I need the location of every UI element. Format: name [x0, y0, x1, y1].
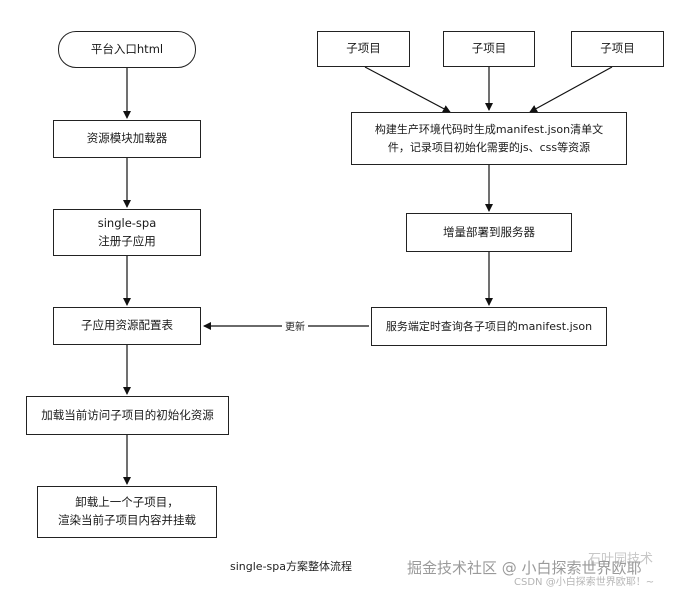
entry-terminal: 平台入口html — [58, 31, 196, 68]
unload-label-line1: 卸载上一个子项目， — [75, 495, 179, 510]
register-box: single-spa 注册子应用 — [53, 209, 201, 256]
load-current-box: 加载当前访问子项目的初始化资源 — [26, 396, 229, 435]
sub-project-box-1: 子项目 — [317, 31, 410, 67]
sub-project-label-1: 子项目 — [346, 41, 381, 56]
server-query-label: 服务端定时查询各子项目的manifest.json — [385, 319, 593, 333]
config-table-box: 子应用资源配置表 — [53, 307, 201, 345]
register-label-line1: single-spa — [97, 215, 157, 230]
watermark-juejin: 掘金技术社区 @ 小白探索世界欧耶 — [407, 559, 642, 577]
unload-box: 卸载上一个子项目， 渲染当前子项目内容并挂载 — [37, 486, 217, 538]
sub-project-label-2: 子项目 — [471, 41, 507, 56]
build-box: 构建生产环境代码时生成manifest.json清单文 件，记录项目初始化需要的… — [351, 112, 627, 165]
unload-label-line2: 渲染当前子项目内容并挂载 — [58, 513, 196, 527]
deploy-label: 增量部署到服务器 — [443, 224, 535, 239]
watermark-badge: 石叶园技术 — [588, 552, 654, 567]
load-current-label: 加载当前访问子项目的初始化资源 — [41, 407, 214, 422]
build-label-line2: 件，记录项目初始化需要的js、css等资源 — [387, 140, 591, 154]
deploy-box: 增量部署到服务器 — [406, 213, 572, 252]
sub-project-box-3: 子项目 — [571, 31, 664, 67]
watermark-csdn: CSDN @小白探索世界欧耶！~ — [514, 577, 655, 588]
arrow-sub3-to-build — [529, 66, 613, 113]
server-query-box: 服务端定时查询各子项目的manifest.json — [371, 307, 607, 346]
entry-label: 平台入口html — [90, 41, 164, 56]
sub-project-label-3: 子项目 — [600, 41, 635, 56]
arrow-sub1-to-build — [364, 66, 451, 113]
update-edge-label: 更新 — [282, 318, 308, 333]
diagram-caption: single-spa方案整体流程 — [230, 560, 352, 573]
loader-box: 资源模块加载器 — [53, 120, 201, 158]
config-table-label: 子应用资源配置表 — [81, 318, 173, 333]
loader-label: 资源模块加载器 — [86, 131, 168, 146]
sub-project-box-2: 子项目 — [443, 31, 535, 67]
build-label-line1: 构建生产环境代码时生成manifest.json清单文 — [374, 123, 604, 137]
register-label-line2: 注册子应用 — [98, 233, 156, 248]
